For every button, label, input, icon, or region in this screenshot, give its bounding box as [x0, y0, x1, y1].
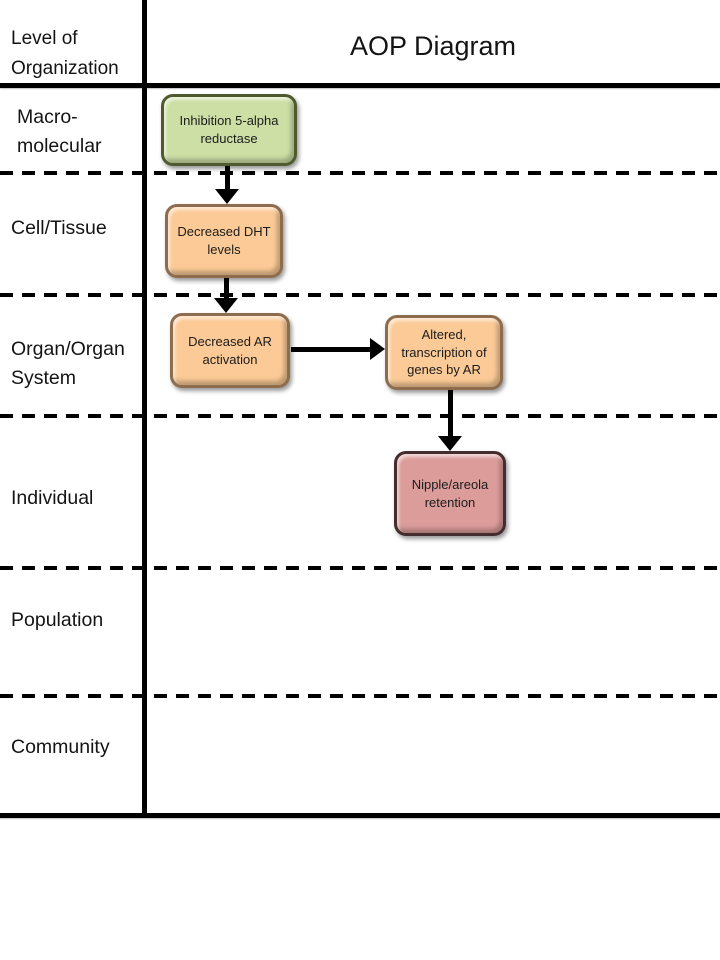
row-label-macro-molecular: Macro- molecular — [17, 106, 102, 157]
header-divider-line — [0, 83, 720, 88]
node-decreased-ar-activation: Decreased AR activation — [170, 313, 290, 388]
arrow-head-right-icon — [370, 338, 385, 360]
node-decreased-dht-levels: Decreased DHT levels — [165, 204, 283, 278]
arrow-head-down-icon — [214, 298, 238, 313]
connector-arrow-right-1 — [291, 338, 385, 360]
row-label-population: Population — [11, 609, 104, 631]
arrow-shaft — [447, 390, 453, 436]
row-divider-dashed-1 — [0, 171, 720, 175]
row-divider-dashed-3 — [0, 414, 720, 418]
row-label-cell-tissue: Cell/Tissue — [11, 217, 107, 239]
connector-arrow-down-1 — [215, 166, 239, 204]
page-title: AOP Diagram — [349, 31, 517, 61]
row-divider-dashed-2 — [0, 293, 720, 297]
node-altered-transcription-genes-ar: Altered, transcription of genes by AR — [385, 315, 503, 390]
connector-arrow-down-2 — [214, 278, 238, 313]
row-label-individual: Individual — [11, 487, 94, 509]
level-of-organization-label: Level of Organization — [11, 28, 119, 79]
arrow-head-down-icon — [215, 189, 239, 204]
connector-arrow-down-3 — [438, 390, 462, 451]
node-inhibition-5-alpha-reductase: Inhibition 5-alpha reductase — [161, 94, 297, 166]
arrow-head-down-icon — [438, 436, 462, 451]
row-divider-dashed-4 — [0, 566, 720, 570]
column-divider-line — [142, 0, 147, 815]
row-label-organ-organ-system: Organ/Organ System — [11, 338, 125, 389]
row-divider-dashed-5 — [0, 694, 720, 698]
arrow-shaft — [291, 346, 370, 352]
row-label-community: Community — [11, 736, 110, 758]
node-nipple-areola-retention: Nipple/areola retention — [394, 451, 506, 536]
arrow-shaft — [224, 166, 230, 189]
table-bottom-line — [0, 813, 720, 818]
arrow-shaft — [223, 278, 229, 298]
